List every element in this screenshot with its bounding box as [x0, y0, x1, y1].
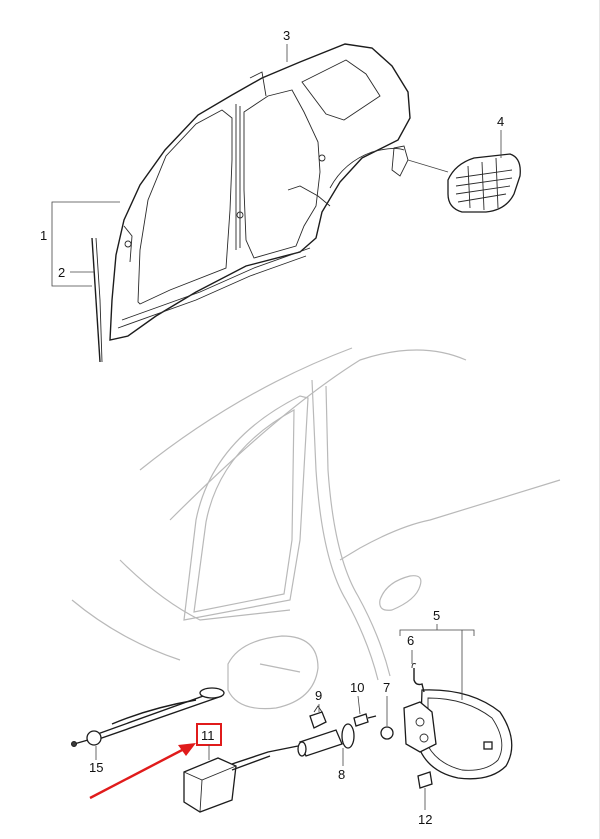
callout-11: 11 — [201, 728, 215, 743]
part-5-fuel-flap-assembly — [403, 689, 513, 780]
fuel-door-flap-outline — [227, 635, 319, 710]
callout-1: 1 — [40, 228, 47, 243]
part-9-clip — [309, 705, 327, 729]
callout-5: 5 — [433, 608, 440, 623]
part-10-screw — [353, 713, 377, 727]
callout-5-bracket — [399, 624, 475, 700]
part-15-release-cable — [71, 687, 225, 747]
callout-7: 7 — [383, 680, 390, 695]
part-7-cap — [380, 726, 394, 740]
callout-1-bracket — [51, 201, 120, 287]
callout-3: 3 — [283, 28, 290, 43]
callout-8: 8 — [338, 767, 345, 782]
part-6-spring — [411, 663, 425, 693]
callout-10: 10 — [350, 680, 364, 695]
vehicle-rear-quarter-outline — [71, 347, 561, 681]
callout-4: 4 — [497, 114, 504, 129]
part-12-bumper — [417, 771, 433, 789]
callout-9: 9 — [315, 688, 322, 703]
side-panel-assembly — [109, 43, 411, 341]
callout-10-leader — [357, 695, 361, 715]
part-11-control-unit — [183, 745, 299, 813]
part-8-actuator — [297, 723, 355, 757]
red-pointer-arrow — [89, 743, 196, 800]
callout-15: 15 — [89, 760, 103, 775]
callout-2: 2 — [58, 265, 65, 280]
callout-12: 12 — [418, 812, 432, 827]
callout-6: 6 — [407, 633, 414, 648]
part-4-grille — [407, 153, 521, 213]
part-2-seal-strip — [91, 237, 103, 363]
